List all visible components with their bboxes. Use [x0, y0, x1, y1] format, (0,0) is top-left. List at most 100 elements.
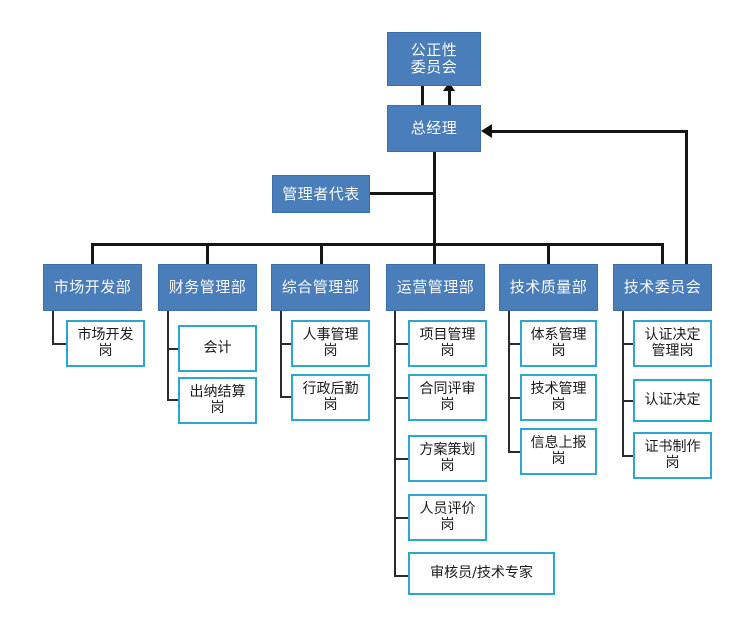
- node-label-line2: 岗: [551, 342, 566, 359]
- node-personnel-evaluation-post[interactable]: 人员评价 岗: [408, 494, 487, 541]
- node-label-line2: 岗: [440, 516, 455, 533]
- node-market-development-department[interactable]: 市场开发部: [43, 264, 142, 311]
- node-contract-review-post[interactable]: 合同评审 岗: [408, 374, 487, 421]
- node-label-line1: 项目管理: [419, 326, 476, 343]
- node-label-line2: 岗: [323, 396, 338, 413]
- connector-management-rep: [370, 192, 435, 195]
- connector-general-admin-spine: [280, 311, 282, 398]
- node-management-representative[interactable]: 管理者代表: [272, 175, 370, 213]
- node-label-line1: 技术管理: [530, 380, 587, 397]
- node-label-line2: 岗: [98, 342, 113, 359]
- node-label-line1: 运营管理部: [396, 278, 475, 297]
- node-label-line2: 岗: [440, 342, 455, 359]
- connector-personnel-eval: [394, 517, 410, 519]
- connector-operations-spine: [394, 311, 396, 577]
- connector-cert-decision: [622, 400, 635, 402]
- node-impartiality-committee[interactable]: 公正性 委员会: [387, 32, 481, 86]
- connector-market-dev-spine: [52, 311, 54, 344]
- connector-gm-to-impartiality: [421, 86, 424, 105]
- arrow-up-icon: [443, 82, 455, 91]
- connector-market-dev-post: [52, 343, 68, 345]
- node-label-line1: 综合管理部: [281, 278, 360, 297]
- node-technical-committee[interactable]: 技术委员会: [613, 264, 712, 311]
- connector-hr-post: [280, 343, 293, 345]
- node-label-line1: 体系管理: [530, 326, 587, 343]
- node-label-line1: 财务管理部: [168, 278, 247, 297]
- node-label-line2: 岗: [440, 457, 455, 474]
- node-label-line2: 岗: [665, 454, 680, 471]
- node-plan-design-post[interactable]: 方案策划 岗: [408, 435, 487, 482]
- node-label-line1: 技术质量部: [509, 278, 588, 297]
- connector-drop-operations: [433, 243, 436, 265]
- node-label-line2: 岗: [551, 450, 566, 467]
- connector-contract-review: [394, 397, 410, 399]
- connector-drop-tech-quality: [547, 243, 550, 265]
- node-label-line2: 管理岗: [651, 342, 694, 359]
- node-label-line1: 出纳结算: [189, 383, 246, 400]
- node-general-administration-department[interactable]: 综合管理部: [271, 264, 370, 311]
- node-label-line1: 市场开发部: [53, 278, 132, 297]
- node-auditor-technical-expert[interactable]: 审核员/技术专家: [408, 552, 555, 595]
- node-cashier-settlement-post[interactable]: 出纳结算 岗: [178, 377, 257, 424]
- node-project-management-post[interactable]: 项目管理 岗: [408, 320, 487, 367]
- node-label-line1: 人员评价: [419, 500, 476, 517]
- connector-cashier-settlement: [167, 399, 180, 401]
- connector-cert-production: [622, 455, 635, 457]
- node-label-line2: 岗: [323, 342, 338, 359]
- node-label-line1: 行政后勤: [302, 380, 359, 397]
- connector-feedback-vertical: [685, 130, 688, 266]
- node-hr-management-post[interactable]: 人事管理 岗: [291, 320, 370, 367]
- node-general-manager[interactable]: 总经理: [387, 105, 481, 152]
- connector-feedback-horizontal: [492, 130, 688, 133]
- node-label-line1: 总经理: [410, 119, 458, 138]
- node-label-line2: 岗: [440, 396, 455, 413]
- node-label-line1: 技术委员会: [623, 278, 702, 297]
- node-label-line1: 人事管理: [302, 326, 359, 343]
- node-technical-management-post[interactable]: 技术管理 岗: [520, 374, 597, 421]
- node-label-line1: 认证决定: [644, 391, 701, 408]
- node-certification-decision[interactable]: 认证决定: [633, 379, 712, 422]
- connector-admin-logistics: [280, 396, 293, 398]
- connector-drop-tech-committee: [661, 243, 664, 265]
- node-operations-department[interactable]: 运营管理部: [386, 264, 485, 311]
- node-label-line2: 岗: [210, 399, 225, 416]
- connector-project-mgmt: [394, 343, 410, 345]
- connector-finance-spine: [167, 311, 169, 401]
- node-label-line1: 信息上报: [530, 434, 587, 451]
- connector-cert-decision-mgmt: [622, 343, 635, 345]
- connector-drop-market-dev: [91, 243, 94, 265]
- arrow-left-icon: [481, 124, 492, 138]
- node-finance-department[interactable]: 财务管理部: [158, 264, 257, 311]
- node-label-line1: 市场开发: [77, 326, 134, 343]
- node-label-line2: 岗: [551, 396, 566, 413]
- node-certificate-production-post[interactable]: 证书制作 岗: [633, 432, 712, 479]
- node-certification-decision-management-post[interactable]: 认证决定 管理岗: [633, 320, 712, 367]
- connector-gm-trunk: [433, 152, 436, 245]
- node-system-management-post[interactable]: 体系管理 岗: [520, 320, 597, 367]
- connector-plan-design: [394, 458, 410, 460]
- node-accounting-post[interactable]: 会计: [178, 325, 257, 372]
- node-label-line1: 审核员/技术专家: [430, 564, 533, 581]
- node-information-reporting-post[interactable]: 信息上报 岗: [520, 428, 597, 475]
- connector-drop-general-admin: [320, 243, 323, 265]
- node-label-line1: 证书制作: [644, 438, 701, 455]
- node-technical-quality-department[interactable]: 技术质量部: [499, 264, 598, 311]
- connector-system-mgmt: [508, 343, 522, 345]
- node-market-development-post[interactable]: 市场开发 岗: [66, 320, 145, 367]
- node-label-line1: 合同评审: [419, 380, 476, 397]
- connector-info-report: [508, 451, 522, 453]
- connector-tech-committee-spine: [622, 311, 624, 457]
- node-administrative-logistics-post[interactable]: 行政后勤 岗: [291, 374, 370, 421]
- node-label-line1: 管理者代表: [282, 184, 360, 203]
- connector-department-bar: [91, 243, 664, 246]
- node-label-line1: 方案策划: [419, 441, 476, 458]
- connector-tech-mgmt: [508, 397, 522, 399]
- node-label-line2: 委员会: [410, 58, 458, 76]
- connector-tech-quality-spine: [508, 311, 510, 453]
- node-label-line1: 会计: [203, 339, 232, 356]
- node-label-line1: 认证决定: [644, 326, 701, 343]
- connector-auditor-expert: [394, 575, 410, 577]
- connector-drop-finance: [206, 243, 209, 265]
- node-label-line1: 公正性: [410, 41, 458, 60]
